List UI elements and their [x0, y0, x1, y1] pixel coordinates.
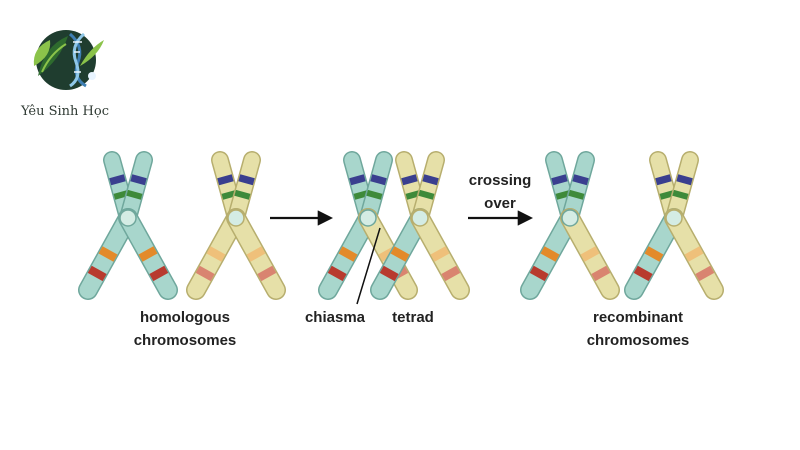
recombinant-label-line1: recombinant: [593, 309, 683, 326]
chromosome-a-homologous-lower-right-arm-band: [149, 265, 169, 282]
chiasma-pointer-line: [356, 227, 381, 305]
logo-text: Yêu Sinh Học: [20, 104, 110, 119]
chromosome-a-recombinant-upper-right-arm: [562, 152, 594, 226]
chromosome-a-recombinant-upper-left-arm-band: [551, 174, 568, 186]
chromosome-a-homologous-lower-right-arm-band: [138, 246, 158, 262]
chromosome-b-recombinant-upper-right-arm: [666, 152, 698, 226]
leaf-dna-logo-icon: [33, 30, 104, 90]
chromosome-a-tetrad-upper-right-arm-band: [366, 189, 383, 200]
chromosome-a-homologous-upper-left-arm-band: [113, 189, 130, 200]
chromosome-a-recombinant-lower-left-arm-band: [529, 265, 549, 282]
chromosome-drawings: [78, 151, 724, 300]
chromosome-a-recombinant-centromere: [561, 209, 579, 227]
crossing-label-line1: crossing: [469, 172, 532, 189]
chromosome-a-homologous-lower-left-arm-band: [87, 265, 107, 282]
chromosome-a-homologous-centromere: [119, 209, 137, 227]
chromosome-b-recombinant-upper-left-arm-band: [659, 189, 676, 200]
chromosome-b-tetrad-lower-left-arm-band: [379, 265, 399, 282]
chromosome-b-homologous-centromere: [227, 209, 245, 227]
chromosome-b-tetrad-lower-left-arm-band: [390, 246, 410, 262]
chromosome-a-tetrad-upper-right-arm: [360, 152, 392, 226]
chromosome-a-recombinant: [520, 151, 620, 300]
tetrad-label: tetrad: [392, 309, 434, 326]
chromosome-a-homologous-upper-left-arm-band: [109, 174, 126, 186]
chromosome-a-homologous-lower-left-arm-band: [98, 246, 118, 262]
chromosome-b-tetrad-centromere: [411, 209, 429, 227]
chromosome-b-homologous-upper-right-arm-band: [234, 189, 251, 200]
homologous-label-line1: homologous: [140, 309, 230, 326]
chromosome-b-homologous: [186, 151, 286, 300]
chromosome-b-tetrad-upper-left-arm-band: [405, 189, 422, 200]
chromosome-b-homologous-lower-right-arm-band: [246, 246, 266, 262]
chromosome-b-homologous-upper-right-arm: [228, 152, 260, 226]
homologous-label-line2: chromosomes: [134, 332, 237, 349]
chromosome-b-tetrad-lower-right-arm-band: [430, 246, 450, 262]
chromosome-b-recombinant-lower-left-arm-band: [633, 265, 653, 282]
recombinant-label-line2: chromosomes: [587, 332, 690, 349]
chromosome-b-recombinant-lower-right-arm-band: [695, 265, 715, 282]
chromosome-a-recombinant-upper-left-arm-band: [555, 189, 572, 200]
chromosome-a-homologous-upper-right-arm: [120, 152, 152, 226]
chromosome-b-recombinant-centromere: [665, 209, 683, 227]
chromosome-b-homologous-lower-left-arm-band: [195, 265, 215, 282]
chromosome-a-tetrad-lower-left-arm-band: [338, 246, 358, 262]
crossing-label-line2: over: [484, 195, 516, 212]
chromosome-b-recombinant-upper-right-arm-band: [672, 189, 689, 200]
chromosome-a-recombinant-lower-left-arm-band: [540, 246, 560, 262]
chromosome-b-tetrad-upper-right-arm-band: [422, 174, 439, 186]
chromosome-a-tetrad-upper-left-arm-band: [353, 189, 370, 200]
chromosome-b-homologous-lower-right-arm-band: [257, 265, 277, 282]
chromosome-b-recombinant: [624, 151, 724, 300]
chromosome-b-recombinant-upper-right-arm-band: [676, 174, 693, 186]
chromosome-b-tetrad: [370, 151, 470, 300]
chromosome-a-homologous: [78, 151, 178, 300]
chromosome-b-homologous-upper-left-arm-band: [217, 174, 234, 186]
chromosome-b-tetrad-upper-left-arm-band: [401, 174, 418, 186]
chromosome-a-recombinant-lower-right-arm-band: [580, 246, 600, 262]
chromosome-a-homologous-upper-right-arm-band: [130, 174, 147, 186]
chromosome-b-recombinant-lower-right-arm-band: [684, 246, 704, 262]
chromosome-a-recombinant-lower-right-arm-band: [591, 265, 611, 282]
chromosome-b-homologous-lower-left-arm-band: [206, 246, 226, 262]
chromosome-b-recombinant-lower-left-arm-band: [644, 246, 664, 262]
chromosome-b-tetrad-upper-right-arm-band: [418, 189, 435, 200]
chromosome-a-recombinant-upper-right-arm-band: [568, 189, 585, 200]
chiasma-label: chiasma: [305, 309, 366, 326]
chromosome-b-homologous-upper-left-arm-band: [221, 189, 238, 200]
chromosome-a-homologous-upper-right-arm-band: [126, 189, 143, 200]
chromosome-b-recombinant-upper-left-arm-band: [655, 174, 672, 186]
site-logo: [24, 26, 108, 92]
chromosome-b-tetrad-lower-right-arm-band: [441, 265, 461, 282]
chromosome-a-recombinant-upper-right-arm-band: [572, 174, 589, 186]
chromosome-a-tetrad-centromere: [359, 209, 377, 227]
chromosome-b-tetrad-upper-right-arm: [412, 152, 444, 226]
chromosome-b-homologous-upper-right-arm-band: [238, 174, 255, 186]
chromosome-a-tetrad-upper-left-arm-band: [349, 174, 366, 186]
chromosome-a-tetrad-upper-right-arm-band: [370, 174, 387, 186]
chromosome-a-tetrad-lower-left-arm-band: [327, 265, 347, 282]
